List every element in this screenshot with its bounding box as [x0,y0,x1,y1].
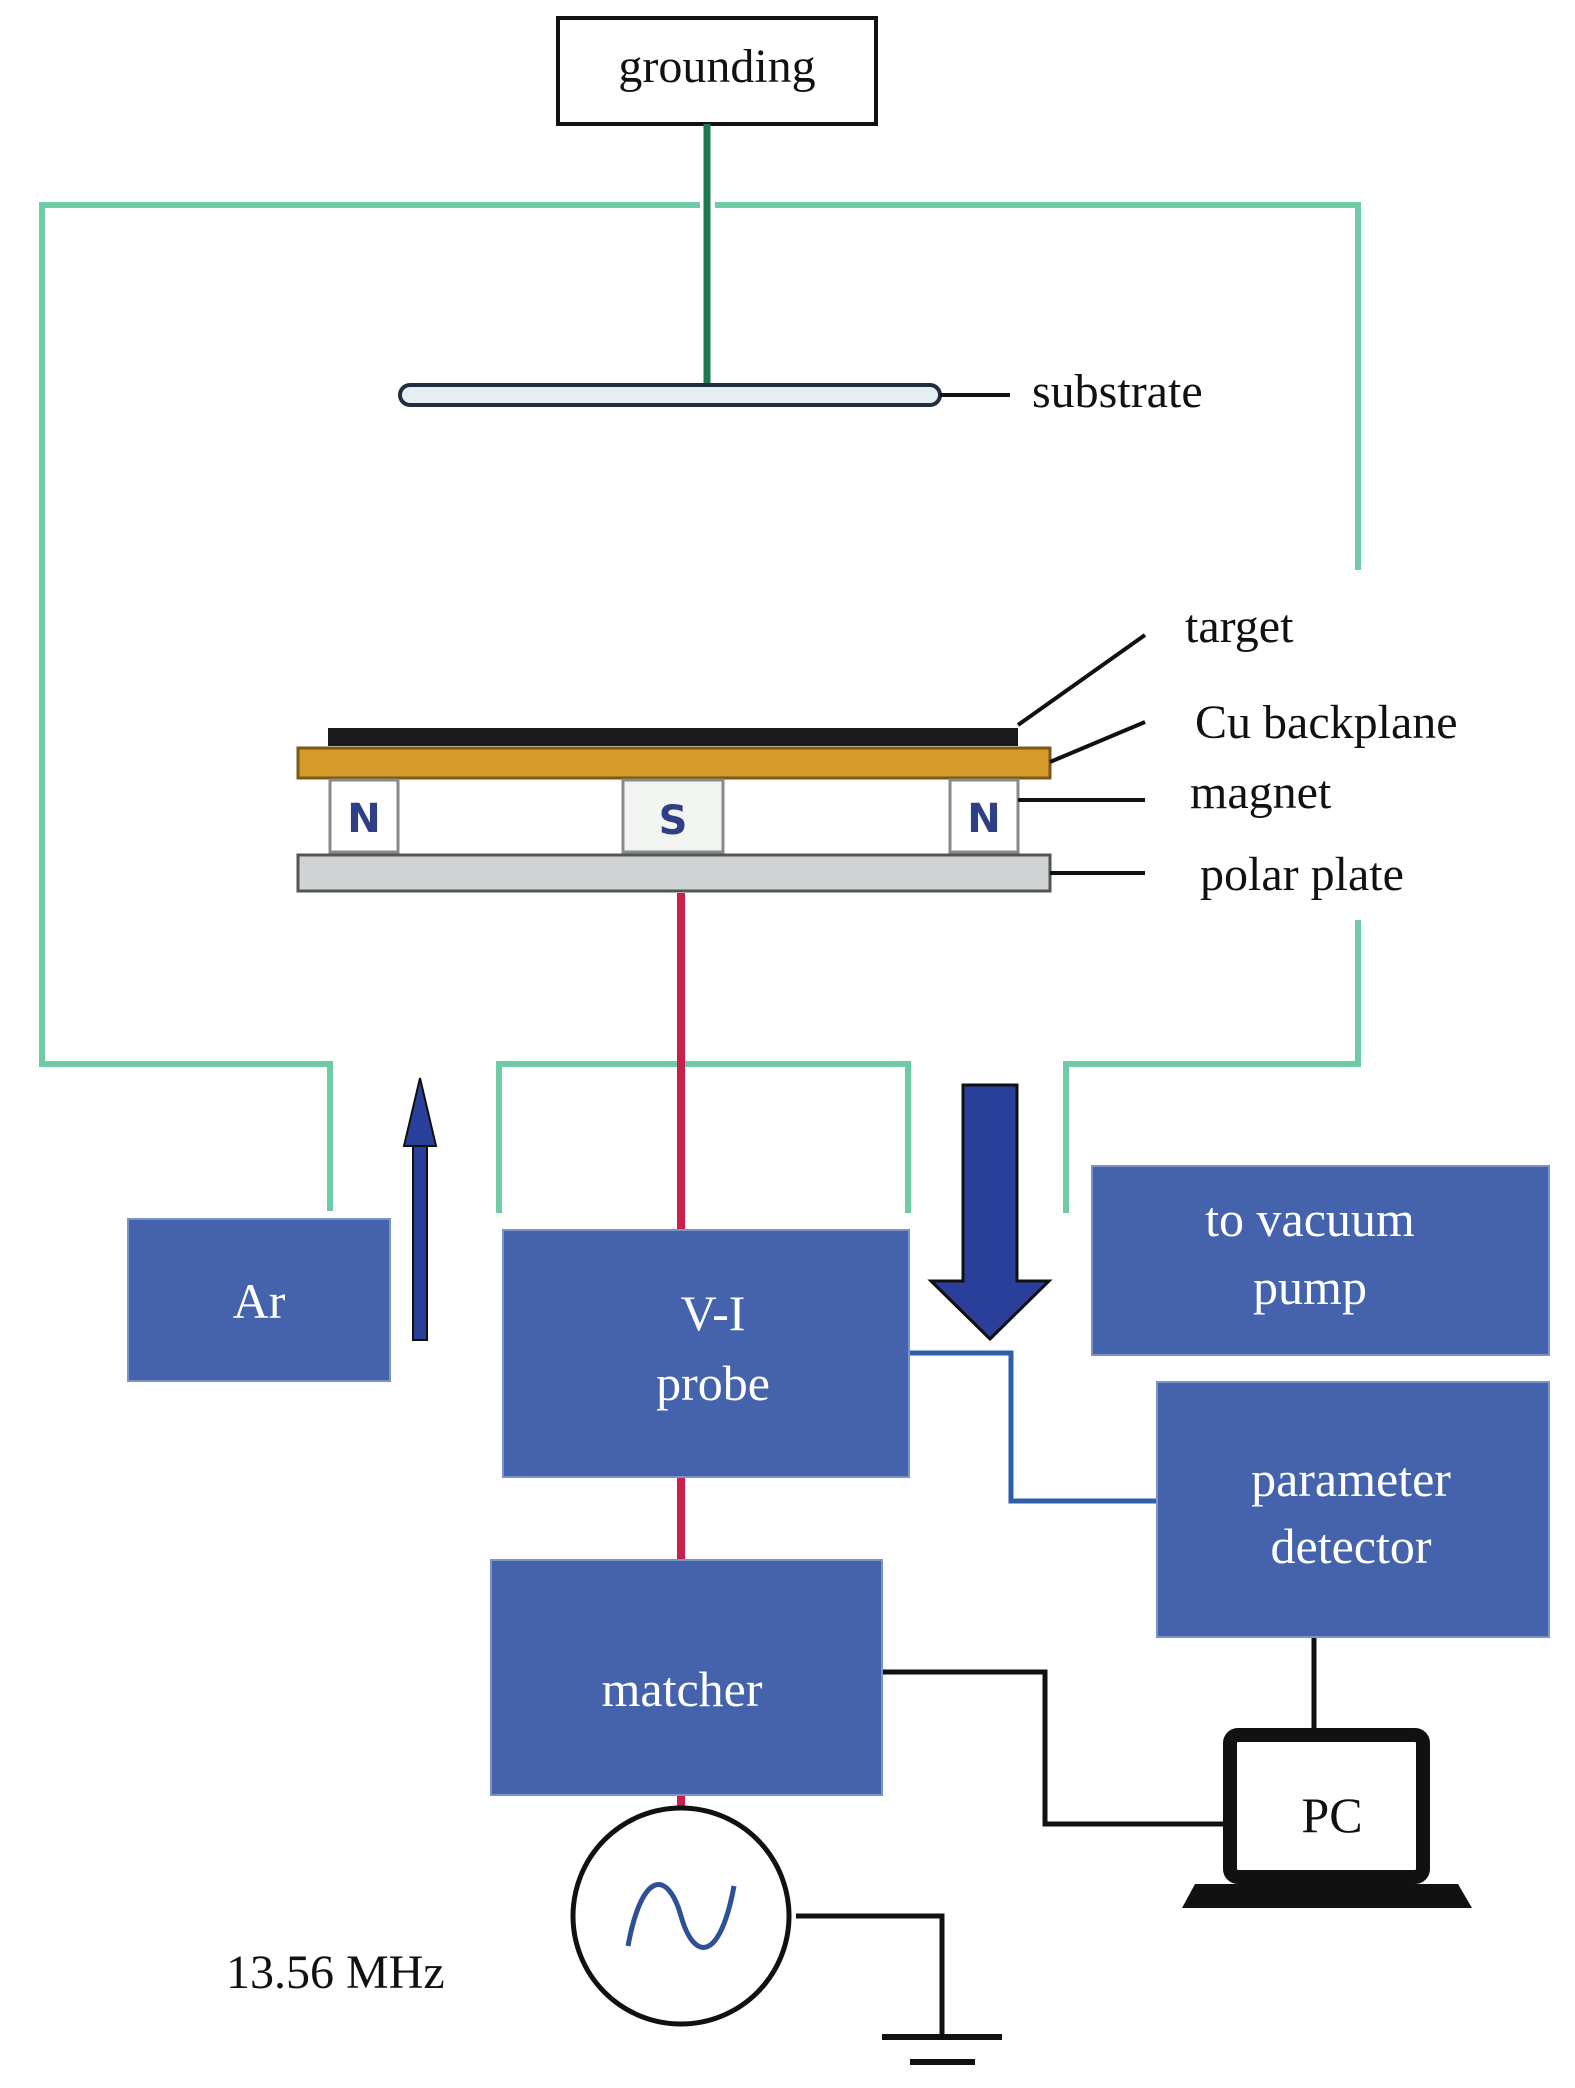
parameter-detector-box: parameter detector [1156,1381,1550,1638]
sine-wave-icon [625,1882,737,1950]
magnet-right: N [948,778,1020,854]
grounding-block: grounding [556,16,878,390]
target-leader [1016,633,1147,727]
svg-text:N: N [967,796,1000,842]
matcher-box: matcher [490,1559,883,1796]
source-ground-wire [796,1913,945,2035]
pc-laptop: PC [1182,1728,1472,1908]
cu-backplane-leader [1049,720,1146,764]
vacuum-pump-box: to vacuum pump [1091,1165,1550,1356]
target-assembly: N S N [296,728,1052,893]
parameter-detector-label-line-2: detector [1270,1518,1431,1574]
cu-backplane-label: Cu backplane [1195,696,1458,749]
svg-text:N: N [347,796,380,842]
substrate-plate [398,383,942,407]
grounding-box [556,16,878,126]
chamber-wall-lower-right [1063,920,1361,1213]
magnet-left: N [328,778,400,854]
magnet-label: magnet [1190,766,1332,819]
vi-probe-label-line-2: probe [656,1355,770,1411]
chamber-wall-right [715,202,1361,570]
probe-to-detector-line [909,1350,1157,1504]
signal-lines [909,1350,1157,1504]
parameter-detector-label-line-1: parameter [1251,1451,1451,1507]
substrate-label: substrate [1032,365,1203,418]
vacuum-pump-label-line-2: pump [1253,1259,1367,1315]
polar-plate [296,853,1052,893]
vi-probe-box: V-I probe [502,1229,910,1478]
ar-box: Ar [127,1218,391,1382]
matcher-label: matcher [601,1661,762,1717]
ar-inlet-arrow [402,1077,438,1341]
data-lines [796,1637,1317,2065]
chamber-wall-left [39,202,700,1211]
matcher-to-pc-line [882,1669,1238,1827]
polar-plate-label: polar plate [1200,848,1404,901]
magnet-center: S [621,778,725,854]
chamber-wall-inner-port [496,1061,911,1213]
pc-screen [1223,1728,1430,1884]
pc-label: PC [1301,1787,1362,1843]
vacuum-outlet-arrow [927,1083,1053,1342]
vi-probe-label-line-1: V-I [681,1285,746,1341]
rf-source: 13.56 MHz [226,1805,792,2027]
cu-backplane-plate [296,746,1052,780]
target-labels: target Cu backplane magnet polar plate [1016,600,1458,901]
vacuum-pump-label-line-1: to vacuum [1205,1191,1415,1247]
substrate-block: substrate [398,365,1203,418]
target-plate [328,728,1018,746]
ar-label: Ar [233,1273,286,1329]
grounding-label: grounding [618,40,815,93]
pc-keyboard-base [1182,1884,1472,1908]
frequency-label: 13.56 MHz [226,1946,445,1999]
svg-text:S: S [659,798,688,844]
chamber-wall [39,202,1361,1213]
target-label: target [1185,600,1294,653]
